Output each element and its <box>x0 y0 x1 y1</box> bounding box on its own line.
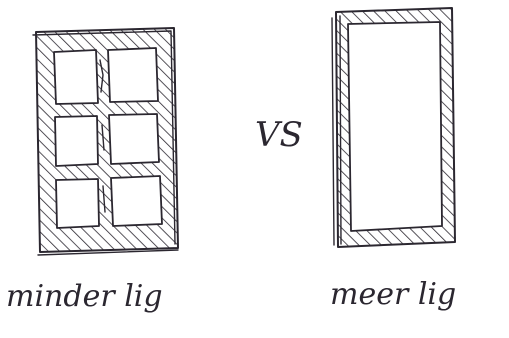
window-outline <box>336 8 455 247</box>
caption-left: minder lig <box>6 279 163 314</box>
single-pane-window <box>332 8 455 247</box>
multi-pane-window <box>33 28 178 255</box>
pane <box>56 179 99 228</box>
pane <box>55 116 98 166</box>
pane <box>111 176 162 226</box>
caption-right: meer lig <box>330 277 456 312</box>
pane <box>108 48 158 102</box>
versus-label: VS <box>255 115 303 155</box>
pane <box>348 22 442 231</box>
pane <box>54 50 98 104</box>
window-frame-hatch <box>336 8 455 247</box>
pane <box>109 114 159 164</box>
